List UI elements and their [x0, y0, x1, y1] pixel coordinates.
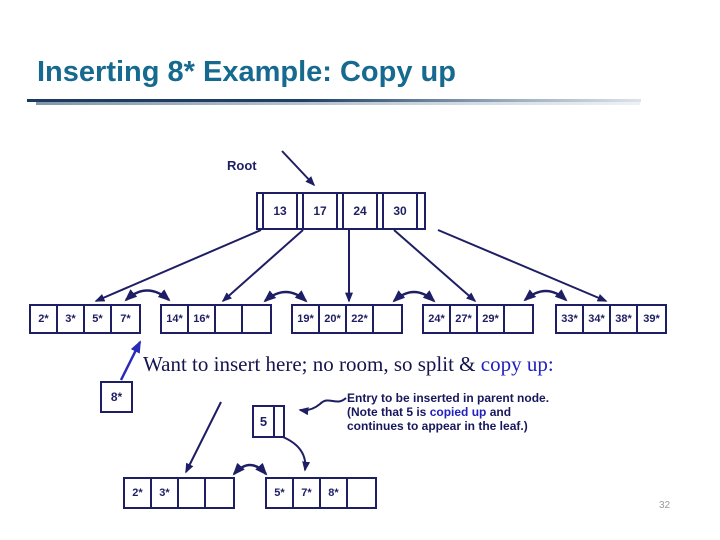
- note-line-1: Entry to be inserted in parent node.: [347, 391, 550, 405]
- key-cell: 5: [254, 407, 275, 436]
- split-right-pointer-arrow: [282, 436, 311, 472]
- new-entry-box: 8*: [100, 381, 133, 413]
- key-cell: 33*: [557, 306, 584, 332]
- note-callout: Entry to be inserted in parent node. (No…: [347, 391, 549, 433]
- sibling-arc-4: [523, 289, 568, 302]
- pointer-cell: [275, 407, 283, 436]
- note-line-2-highlight: copied up: [429, 405, 487, 419]
- key-cell: 2*: [31, 306, 58, 332]
- insert-sentence-main: Want to insert here; no room, so split &: [143, 352, 481, 376]
- title-underline-shadow: [36, 102, 640, 105]
- key-cell: 34*: [584, 306, 611, 332]
- key-cell: [505, 306, 532, 332]
- key-cell: 5*: [85, 306, 112, 332]
- pointer-cell: [378, 194, 384, 228]
- split-leaf-right: 5* 7* 8*: [265, 477, 377, 509]
- insert-sentence-highlight: copy up:: [480, 352, 554, 376]
- key-cell: 3*: [152, 479, 179, 507]
- pointer-cell: [258, 194, 264, 228]
- root-incoming-arrow: [281, 150, 316, 187]
- key-cell: 7*: [294, 479, 321, 507]
- leaf-node-5: 33* 34* 38* 39*: [555, 304, 667, 334]
- key-cell: 7*: [120, 313, 131, 325]
- root-node: 13 17 24 30: [256, 192, 426, 230]
- page-number: 32: [659, 500, 671, 511]
- root-label: Root: [227, 158, 257, 173]
- key-cell: 8*: [321, 479, 348, 507]
- note-line-2-pre: (Note that 5 is: [347, 405, 430, 419]
- insert-target-arrow: [119, 340, 142, 381]
- sibling-arc-3: [392, 290, 436, 303]
- key-cell: 13: [264, 194, 298, 228]
- key-cell: 16*: [189, 306, 216, 332]
- key-cell: [179, 479, 206, 507]
- key-cell: 29*: [478, 306, 505, 332]
- note-callout-connector: [298, 397, 347, 416]
- key-cell: 39*: [643, 313, 660, 325]
- pointer-cell: [298, 194, 304, 228]
- key-cell: 17: [304, 194, 338, 228]
- key-cell: [216, 306, 243, 332]
- note-line-2: (Note that 5 is copied up and: [347, 405, 549, 419]
- key-cell: 27*: [451, 306, 478, 332]
- key-cell: 14*: [162, 306, 189, 332]
- leaf-node-2: 14* 16*: [160, 304, 272, 334]
- insert-sentence: Want to insert here; no room, so split &…: [143, 352, 554, 377]
- slide-title: Inserting 8* Example: Copy up: [37, 56, 456, 88]
- key-cell: 30: [384, 194, 418, 228]
- sibling-arc-split: [232, 462, 268, 476]
- sibling-arc-2: [263, 290, 308, 303]
- key-cell: 3*: [58, 306, 85, 332]
- root-pointer-arrow-2: [221, 229, 304, 303]
- key-cell: [348, 479, 375, 507]
- pointer-cell: [418, 194, 424, 228]
- key-cell: 8*: [110, 390, 123, 404]
- root-pointer-arrow-1: [94, 229, 262, 302]
- note-line-3: continues to appear in the leaf.): [347, 419, 528, 433]
- key-cell: 19*: [293, 306, 320, 332]
- title-underline: [27, 99, 641, 102]
- leaf-node-1: 2* 3* 5* 7*: [29, 304, 141, 334]
- root-pointer-arrow-4: [393, 229, 477, 303]
- key-cell: [374, 306, 401, 332]
- copied-key-box: 5: [252, 405, 285, 438]
- key-cell: 24*: [424, 306, 451, 332]
- pointer-cell: [338, 194, 344, 228]
- key-cell: [206, 479, 233, 507]
- note-line-2-post: and: [486, 405, 512, 419]
- key-cell: 22*: [347, 306, 374, 332]
- key-cell: 2*: [125, 479, 152, 507]
- leaf-node-3: 19* 20* 22*: [291, 304, 403, 334]
- key-cell: 38*: [611, 306, 638, 332]
- key-cell: 24: [344, 194, 378, 228]
- leaf-node-4: 24* 27* 29*: [422, 304, 534, 334]
- root-pointer-arrow-5: [437, 229, 608, 302]
- key-cell: 5*: [267, 479, 294, 507]
- key-cell: 20*: [320, 306, 347, 332]
- split-leaf-left: 2* 3*: [123, 477, 235, 509]
- split-left-pointer-arrow: [185, 401, 222, 474]
- sibling-arc-1: [124, 289, 171, 302]
- key-cell: [243, 306, 270, 332]
